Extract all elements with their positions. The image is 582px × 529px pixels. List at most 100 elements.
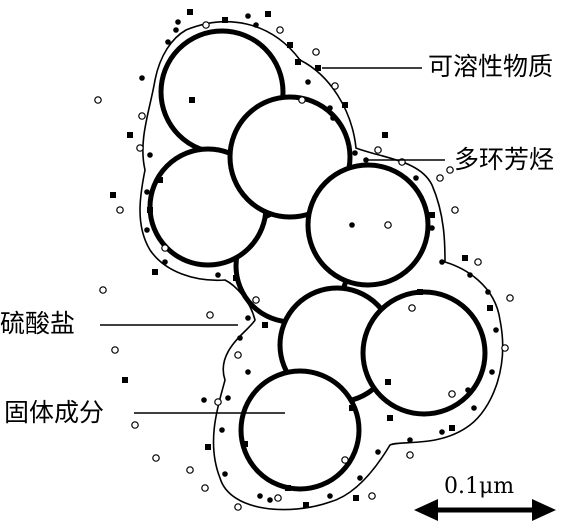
pah-particle (245, 369, 251, 375)
pah-particle (485, 289, 491, 295)
sulfate-particle (127, 132, 133, 138)
soluble-particle (274, 494, 282, 502)
soluble-particle (252, 296, 260, 304)
spherules (147, 28, 488, 492)
sulfate-particle (382, 132, 388, 138)
sulfate-particle (487, 305, 493, 311)
soluble-particle (474, 258, 482, 266)
soluble-particle (368, 492, 376, 500)
sulfate-particle (417, 289, 423, 295)
sulfate-particle (387, 415, 393, 421)
spherule (305, 162, 431, 288)
sulfate-particle (262, 322, 268, 328)
soluble-particle (206, 311, 214, 319)
pah-particle (147, 152, 153, 158)
pah-particle (413, 175, 419, 181)
pah-particle (201, 397, 207, 403)
pah-particle (173, 27, 179, 33)
pah-particle (257, 493, 263, 499)
label-soluble-matter: 可溶性物质 (428, 52, 554, 81)
soluble-particle (408, 304, 416, 312)
soluble-particle (276, 26, 284, 34)
sulfate-particle (233, 275, 239, 281)
pah-particle (327, 105, 333, 111)
sulfate-particle (265, 11, 271, 17)
pah-particle (439, 429, 445, 435)
soluble-particle (384, 221, 392, 229)
sulfate-particle (147, 207, 153, 213)
sulfate-particle (189, 97, 195, 103)
soluble-particle (214, 398, 222, 406)
soluble-particle (111, 346, 119, 354)
sulfate-particle (295, 59, 301, 65)
sulfate-particle (187, 9, 193, 15)
pah-particle (245, 315, 251, 321)
pah-particle (139, 75, 145, 81)
pah-particle (219, 427, 225, 433)
soluble-particle (94, 96, 102, 104)
soluble-particle (186, 466, 194, 474)
soluble-particle (331, 82, 339, 90)
pah-particle (175, 19, 181, 25)
soluble-particle (448, 390, 456, 398)
soluble-particle (138, 112, 146, 120)
soluble-particle (312, 48, 320, 56)
pah-particle (253, 22, 259, 28)
soluble-particle (99, 286, 107, 294)
sulfate-particle (205, 444, 211, 450)
sulfate-particle (349, 405, 355, 411)
sulfate-particle (385, 379, 391, 385)
sulfate-particle (353, 495, 359, 501)
pah-particle (349, 222, 355, 228)
sulfate-particle (242, 441, 248, 447)
soluble-particle (201, 484, 209, 492)
pah-particle (439, 259, 445, 265)
soluble-particle (436, 174, 444, 182)
coating-outline (139, 20, 504, 511)
pah-particle (245, 13, 251, 19)
soluble-particle (234, 503, 242, 511)
soluble-particle (446, 166, 454, 174)
pah-particle (493, 327, 499, 333)
pah-particle (471, 405, 477, 411)
pah-particle (352, 150, 358, 156)
pah-particle (330, 115, 336, 121)
label-sulfate: 硫酸盐 (0, 309, 76, 338)
soluble-particle (161, 244, 169, 252)
pah-particle (144, 227, 150, 233)
sulfate-particle (222, 17, 228, 23)
sulfate-particle (429, 212, 435, 218)
soluble-particle (501, 344, 509, 352)
pah-particle (465, 387, 471, 393)
pah-particle (165, 39, 171, 45)
pah-particle (162, 259, 168, 265)
sulfate-particle (342, 102, 348, 108)
sulfate-particle (303, 502, 309, 508)
particles (94, 9, 514, 511)
sulfate-particle (315, 65, 321, 71)
soluble-particle (152, 454, 160, 462)
pah-particle (225, 395, 231, 401)
sulfate-particle (462, 255, 468, 261)
sulfate-particle (110, 192, 116, 198)
pah-particle (305, 79, 311, 85)
pah-particle (222, 471, 228, 477)
pah-particle (215, 272, 221, 278)
scale-bar-label: 0.1μm (444, 474, 515, 499)
pah-particle (489, 369, 495, 375)
pah-particle (429, 225, 435, 231)
sulfate-particle (157, 177, 163, 183)
pah-particle (467, 272, 473, 278)
spherule (360, 289, 488, 417)
sulfate-particle (449, 425, 455, 431)
soluble-particle (341, 456, 349, 464)
soluble-particle (374, 146, 382, 154)
soluble-particle (406, 451, 414, 459)
sulfate-particle (285, 485, 291, 491)
pah-particle (327, 493, 333, 499)
soluble-particle (136, 144, 144, 152)
pah-particle (267, 497, 273, 503)
soluble-particle (298, 96, 306, 104)
